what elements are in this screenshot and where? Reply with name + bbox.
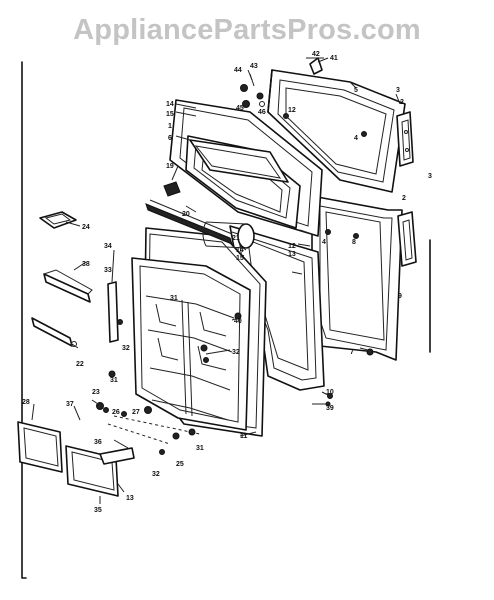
callout-23: 23: [92, 389, 100, 396]
callout-5: 5: [354, 87, 358, 94]
door-liner-tub: [131, 227, 267, 437]
dairy-door-24: [39, 211, 77, 229]
fresh-food-door-outer: [311, 195, 403, 361]
callout-1: 1: [168, 123, 172, 130]
lower-handle-trim: [397, 211, 417, 267]
crisper-cover-28: [17, 421, 63, 473]
callout-36: 36: [94, 439, 102, 446]
callout-43: 43: [250, 63, 258, 70]
callout-3-top: 3: [396, 87, 400, 94]
leader-lines: [31, 57, 401, 504]
callout-labels: 42 41 44 43 45 46 5 3 2 12 4 14 15 1 6 1…: [22, 51, 432, 514]
callout-31-bottom: 31: [196, 445, 204, 452]
callout-32-bottom: 32: [152, 471, 160, 478]
watermark-logo: AppliancePartsPros.com: [73, 14, 421, 46]
callout-39: 39: [326, 405, 334, 412]
callout-34: 34: [104, 243, 112, 250]
shelf-bar-22: [31, 317, 77, 347]
callout-45: 45: [236, 105, 244, 112]
callout-28: 28: [22, 399, 30, 406]
callout-9: 9: [398, 293, 402, 300]
callout-8: 8: [352, 239, 356, 246]
callout-14-mid: 14: [236, 247, 244, 254]
callout-3-mid: 3: [428, 173, 432, 180]
callout-2-top: 2: [400, 99, 404, 106]
callout-24: 24: [82, 224, 90, 231]
callout-31-left: 31: [110, 377, 118, 384]
callout-26: 26: [112, 409, 120, 416]
cylinder-part: [202, 221, 255, 249]
callout-25: 25: [176, 461, 184, 468]
top-hardware: [240, 57, 374, 407]
callout-41: 41: [330, 55, 338, 62]
freezer-shelf-panel: [189, 139, 289, 183]
upper-handle-trim: [396, 111, 414, 167]
callout-12-mid: 12: [288, 243, 296, 250]
vertical-strip-33: [107, 281, 119, 343]
callout-40: 40: [234, 318, 242, 325]
bracket-19: [163, 181, 181, 197]
callout-4-top: 4: [354, 135, 358, 142]
callout-11: 11: [240, 433, 248, 440]
callout-21: 21: [232, 235, 240, 242]
callout-14-top: 14: [166, 101, 174, 108]
shelf-bar-38: [43, 269, 93, 303]
callout-44: 44: [234, 67, 242, 74]
callout-22: 22: [76, 361, 84, 368]
callout-33: 33: [104, 267, 112, 274]
callout-10: 10: [326, 389, 334, 396]
callout-2-mid: 2: [402, 195, 406, 202]
callout-6: 6: [168, 135, 172, 142]
callout-35: 35: [94, 507, 102, 514]
callout-46: 46: [258, 109, 266, 116]
callout-32-right: 32: [232, 349, 240, 356]
callout-42: 42: [312, 51, 320, 58]
callout-7: 7: [350, 349, 354, 356]
hinge-strip: [145, 199, 233, 245]
callout-31-center: 31: [170, 295, 178, 302]
callout-15-mid: 15: [236, 255, 244, 262]
callout-37: 37: [66, 401, 74, 408]
callout-13-bottom: 13: [126, 495, 134, 502]
callout-12-top: 12: [288, 107, 296, 114]
callout-13-mid: 13: [288, 251, 296, 258]
frame-bracket-left: [21, 61, 27, 579]
callout-20: 20: [182, 211, 190, 218]
callout-27: 27: [132, 409, 140, 416]
callout-15-top: 15: [166, 111, 174, 118]
left-fasteners: [96, 312, 242, 455]
crisper-cover-35: [65, 445, 135, 497]
callout-4-mid: 4: [322, 239, 326, 246]
callout-32-left: 32: [122, 345, 130, 352]
callout-38: 38: [82, 261, 90, 268]
callout-19: 19: [166, 163, 174, 170]
